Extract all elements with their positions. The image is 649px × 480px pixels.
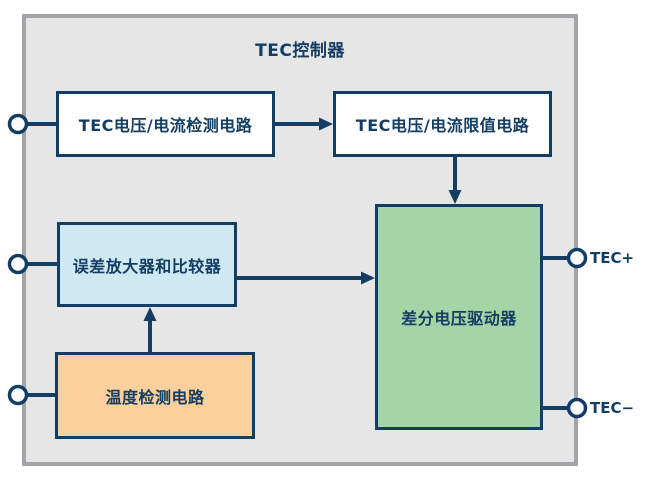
block-label-error-amp: 误差放大器和比较器 xyxy=(72,256,222,276)
block-differential-voltage-driver: 差分电压驱动器 xyxy=(375,204,543,430)
block-error-amplifier-comparator: 误差放大器和比较器 xyxy=(57,222,237,307)
block-label-diff-driver: 差分电压驱动器 xyxy=(401,309,517,328)
tec-plus-label: TEC+ xyxy=(590,249,635,267)
block-label-tec-sense: TEC电压/电流检测电路 xyxy=(78,116,253,135)
block-label-tec-limit: TEC电压/电流限值电路 xyxy=(355,116,530,135)
block-label-temp-sense: 温度检测电路 xyxy=(105,387,205,407)
block-temperature-sense: 温度检测电路 xyxy=(55,352,255,439)
diagram-title: TEC控制器 xyxy=(255,41,345,61)
tec-minus-label: TEC− xyxy=(590,399,635,417)
block-tec-voltage-current-limit: TEC电压/电流限值电路 xyxy=(333,91,552,157)
block-tec-voltage-current-sense: TEC电压/电流检测电路 xyxy=(56,91,275,157)
